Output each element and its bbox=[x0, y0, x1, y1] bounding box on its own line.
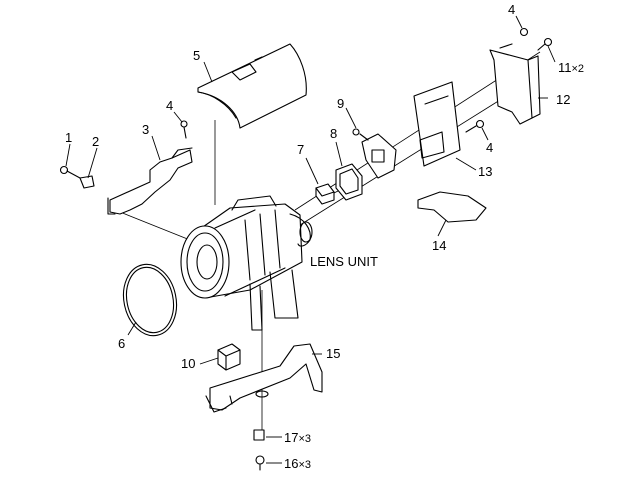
callout-2: 2 bbox=[92, 134, 99, 149]
part-rear-bracket-12 bbox=[489, 43, 541, 125]
callout-5: 5 bbox=[193, 48, 200, 63]
callout-10: 10 bbox=[181, 356, 195, 371]
part-screw-4a bbox=[180, 120, 188, 139]
callout-16: 16×3 bbox=[284, 456, 311, 471]
callout-labels: 1 2 3 4 4 4 5 6 7 8 9 10 11×2 12 13 14 1… bbox=[65, 2, 584, 471]
callout-13: 13 bbox=[478, 164, 492, 179]
part-screw-4c bbox=[465, 119, 485, 133]
leader-lines bbox=[65, 15, 556, 464]
callout-4-top: 4 bbox=[508, 2, 515, 17]
part-screw-16 bbox=[255, 455, 265, 471]
part-screw-11 bbox=[537, 37, 553, 51]
callout-7: 7 bbox=[297, 142, 304, 157]
part-left-bracket bbox=[107, 147, 193, 215]
callout-8: 8 bbox=[330, 126, 337, 141]
lens-unit-label: LENS UNIT bbox=[310, 254, 378, 269]
part-block-10 bbox=[217, 343, 241, 371]
callout-12: 12 bbox=[556, 92, 570, 107]
callout-11: 11×2 bbox=[558, 60, 584, 75]
callout-3: 3 bbox=[142, 122, 149, 137]
part-block-7 bbox=[315, 183, 335, 205]
callout-15: 15 bbox=[326, 346, 340, 361]
callout-6: 6 bbox=[118, 336, 125, 351]
part-seal-8 bbox=[335, 163, 363, 201]
callout-14: 14 bbox=[432, 238, 446, 253]
part-plate-14 bbox=[417, 191, 487, 223]
lens-unit bbox=[180, 195, 313, 331]
part-ring bbox=[122, 263, 178, 337]
callout-9: 9 bbox=[337, 96, 344, 111]
part-bottom-bracket-15 bbox=[205, 343, 323, 413]
alignment-lines bbox=[109, 51, 541, 440]
callout-17: 17×3 bbox=[284, 430, 311, 445]
part-clip-2 bbox=[79, 175, 95, 189]
part-screw-1 bbox=[59, 165, 81, 179]
callout-4-left: 4 bbox=[166, 98, 173, 113]
part-top-cover bbox=[197, 43, 307, 129]
part-screw-4b bbox=[519, 27, 529, 37]
part-washer-17 bbox=[253, 429, 265, 441]
part-sensor-9 bbox=[352, 128, 397, 179]
callout-1: 1 bbox=[65, 130, 72, 145]
callout-4-right: 4 bbox=[486, 140, 493, 155]
part-board-13 bbox=[413, 81, 461, 167]
